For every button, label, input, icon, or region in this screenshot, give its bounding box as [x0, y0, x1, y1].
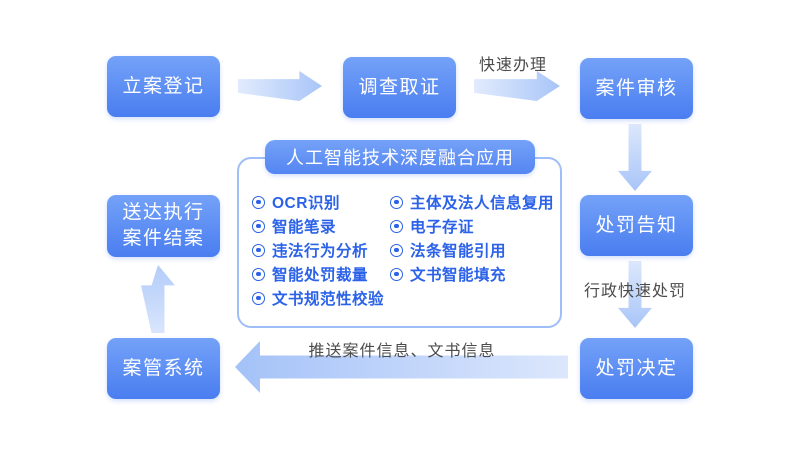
bullet-icon	[252, 195, 265, 209]
arrow-investigate-to-review-icon	[474, 71, 560, 101]
ai-item: 主体及法人信息复用	[390, 190, 554, 214]
ai-panel-right-column: 主体及法人信息复用 电子存证 法条智能引用 文书智能填充	[390, 190, 554, 286]
node-investigate: 调查取证	[343, 57, 456, 118]
node-penalty-decision: 处罚决定	[580, 338, 693, 399]
node-penalty-decision-label: 处罚决定	[595, 357, 678, 379]
bullet-icon	[390, 195, 403, 209]
ai-item-label: 文书智能填充	[410, 267, 507, 284]
node-penalty-notice-label: 处罚告知	[595, 214, 678, 236]
bullet-icon	[252, 243, 265, 257]
ai-item-label: 智能处罚裁量	[272, 267, 369, 284]
ai-panel	[237, 157, 562, 328]
ai-item-label: 文书规范性校验	[272, 291, 385, 308]
ai-item: 文书规范性校验	[252, 286, 384, 310]
node-case-mgmt-system: 案管系统	[107, 338, 220, 399]
node-case-register: 立案登记	[107, 56, 220, 117]
bullet-icon	[390, 243, 403, 257]
node-investigate-label: 调查取证	[358, 76, 441, 98]
ai-item: 智能处罚裁量	[252, 262, 384, 286]
arrow-register-to-investigate-icon	[238, 71, 322, 101]
ai-panel-left-column: OCR识别 智能笔录 违法行为分析 智能处罚裁量 文书规范性校验	[252, 190, 384, 310]
ai-item-label: 法条智能引用	[410, 243, 507, 260]
bullet-icon	[390, 219, 403, 233]
node-case-review-label: 案件审核	[595, 77, 678, 99]
arrow-mgmt-to-delivery-icon	[141, 265, 175, 333]
node-penalty-notice: 处罚告知	[580, 195, 693, 256]
node-case-register-label: 立案登记	[122, 75, 205, 97]
bullet-icon	[252, 267, 265, 281]
ai-item: 电子存证	[390, 214, 554, 238]
ai-panel-title: 人工智能技术深度融合应用	[265, 140, 535, 174]
node-delivery-closure-line2: 案件结案	[122, 228, 205, 249]
label-push-info: 推送案件信息、文书信息	[308, 343, 496, 360]
ai-item-label: 电子存证	[410, 219, 475, 236]
ai-item-label: OCR识别	[272, 195, 340, 212]
node-delivery-closure-line1: 送达执行	[122, 202, 205, 224]
node-case-review: 案件审核	[580, 58, 693, 119]
node-case-mgmt-system-label: 案管系统	[122, 357, 205, 379]
label-fast-handle: 快速办理	[478, 57, 547, 74]
bullet-icon	[390, 267, 403, 281]
ai-item-label: 违法行为分析	[272, 243, 369, 260]
bullet-icon	[252, 219, 265, 233]
ai-item: 智能笔录	[252, 214, 384, 238]
node-delivery-closure: 送达执行 案件结案	[107, 195, 220, 257]
ai-item: 法条智能引用	[390, 238, 554, 262]
bullet-icon	[252, 291, 265, 305]
label-admin-fast-penalty: 行政快速处罚	[583, 283, 686, 300]
ai-item-label: 主体及法人信息复用	[410, 195, 555, 212]
arrow-review-to-notice-icon	[618, 124, 652, 191]
ai-item: 文书智能填充	[390, 262, 554, 286]
ai-item: OCR识别	[252, 190, 384, 214]
ai-item: 违法行为分析	[252, 238, 384, 262]
ai-item-label: 智能笔录	[272, 219, 337, 236]
